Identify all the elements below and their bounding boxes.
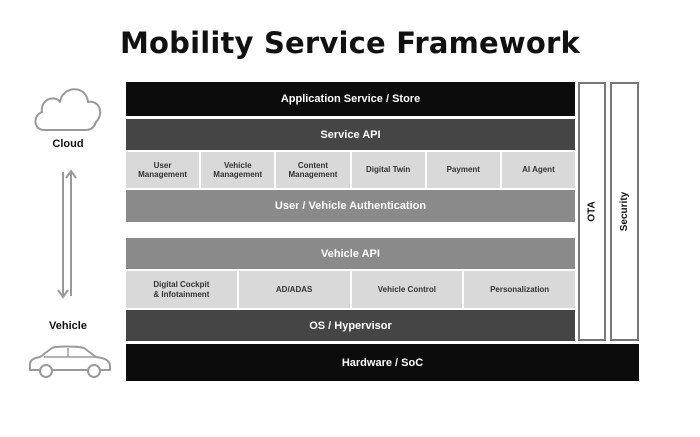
module-digital-cockpit: Digital Cockpit& Infotainment [126, 271, 239, 308]
module-personalization: Personalization [464, 271, 575, 308]
cloud-icon [30, 78, 106, 136]
vehicle-modules-row: Digital Cockpit& Infotainment AD/ADAS Ve… [126, 271, 575, 308]
page-title: Mobility Service Framework [119, 26, 581, 60]
security-column: Security [610, 82, 639, 341]
security-label: Security [619, 191, 630, 232]
hardware-soc-layer: Hardware / SoC [126, 344, 639, 381]
service-api-layer: Service API [126, 119, 575, 150]
authentication-layer: User / Vehicle Authentication [126, 190, 575, 222]
vehicle-api-layer: Vehicle API [126, 238, 575, 269]
module-payment: Payment [426, 152, 502, 188]
application-service-layer: Application Service / Store [126, 82, 575, 116]
ota-label: OTA [586, 201, 598, 222]
module-digital-twin: Digital Twin [351, 152, 427, 188]
cloud-label: Cloud [52, 138, 84, 150]
os-hypervisor-layer: OS / Hypervisor [126, 310, 575, 341]
car-icon [24, 340, 114, 382]
module-ai-agent: AI Agent [501, 152, 576, 188]
bidirectional-arrows-icon [54, 166, 80, 302]
ota-column: OTA [578, 82, 606, 341]
module-vehicle-control: Vehicle Control [351, 271, 465, 308]
module-ad-adas: AD/ADAS [238, 271, 352, 308]
vehicle-label: Vehicle [49, 320, 87, 332]
